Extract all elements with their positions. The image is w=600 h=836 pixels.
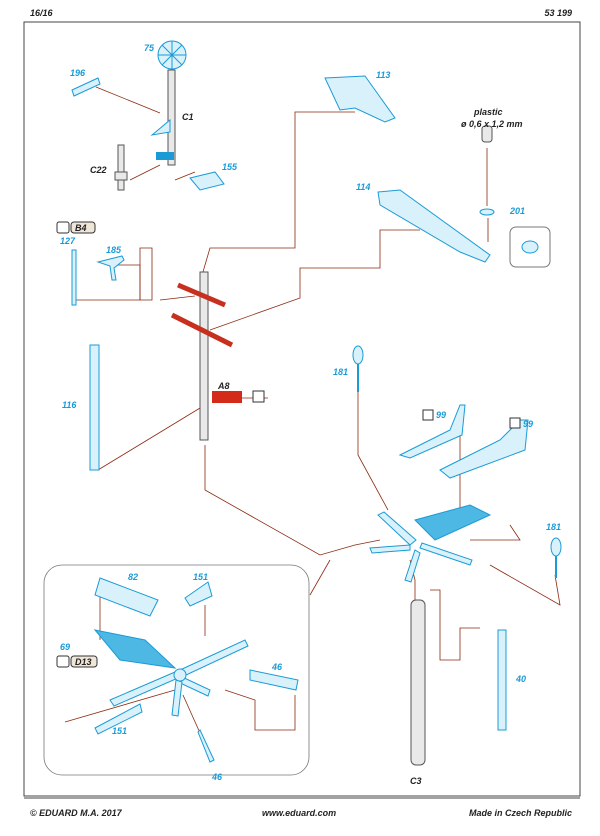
label-c1: C1 — [182, 112, 194, 122]
pole-c3 — [410, 599, 426, 766]
leader-lines — [64, 86, 561, 734]
label-99-a: 99 — [436, 410, 446, 420]
label-151-a: 151 — [193, 572, 208, 582]
label-c22: C22 — [90, 165, 107, 175]
label-40: 40 — [515, 674, 526, 684]
label-196: 196 — [70, 68, 86, 78]
central-mast — [170, 271, 265, 441]
part-127 — [71, 249, 77, 306]
label-201: 201 — [509, 206, 525, 216]
label-114: 114 — [356, 182, 370, 192]
mast-c1 — [71, 40, 225, 191]
copyright: © EDUARD M.A. 2017 — [30, 808, 122, 818]
label-46-a: 46 — [271, 662, 283, 672]
inset-assembly — [56, 577, 299, 763]
label-46-b: 46 — [211, 772, 223, 782]
label-b4: B4 — [75, 223, 87, 233]
part-185 — [96, 255, 125, 281]
page-frame — [23, 21, 581, 797]
note-material: plastic — [473, 107, 503, 117]
label-116: 116 — [62, 400, 77, 410]
part-201 — [479, 208, 495, 216]
part-40 — [497, 629, 507, 731]
label-c3: C3 — [410, 776, 422, 786]
label-69: 69 — [60, 642, 70, 652]
label-151-b: 151 — [112, 726, 127, 736]
label-185: 185 — [106, 245, 122, 255]
star-platform — [369, 504, 492, 583]
label-d13: D13 — [75, 657, 92, 667]
label-155: 155 — [222, 162, 238, 172]
part-114 — [377, 189, 491, 263]
kit-code: 53 199 — [544, 8, 572, 18]
label-a8: A8 — [217, 381, 230, 391]
label-181-b: 181 — [546, 522, 561, 532]
detail-inset — [43, 564, 310, 776]
page-number: 16/16 — [30, 8, 53, 18]
origin: Made in Czech Republic — [468, 808, 572, 818]
plastic-rod — [481, 125, 493, 143]
label-82: 82 — [128, 572, 138, 582]
label-181-a: 181 — [333, 367, 348, 377]
part-181 — [352, 345, 562, 578]
label-127: 127 — [60, 236, 76, 246]
note-size: ø 0,6 x 1,2 mm — [461, 119, 523, 129]
part-116 — [89, 344, 100, 471]
website: www.eduard.com — [262, 808, 337, 818]
part-99-b — [439, 419, 529, 479]
label-75: 75 — [144, 43, 155, 53]
label-113: 113 — [376, 70, 390, 80]
part-99-a — [398, 404, 466, 459]
part-113 — [324, 75, 396, 123]
label-99-b: 99 — [523, 419, 533, 429]
